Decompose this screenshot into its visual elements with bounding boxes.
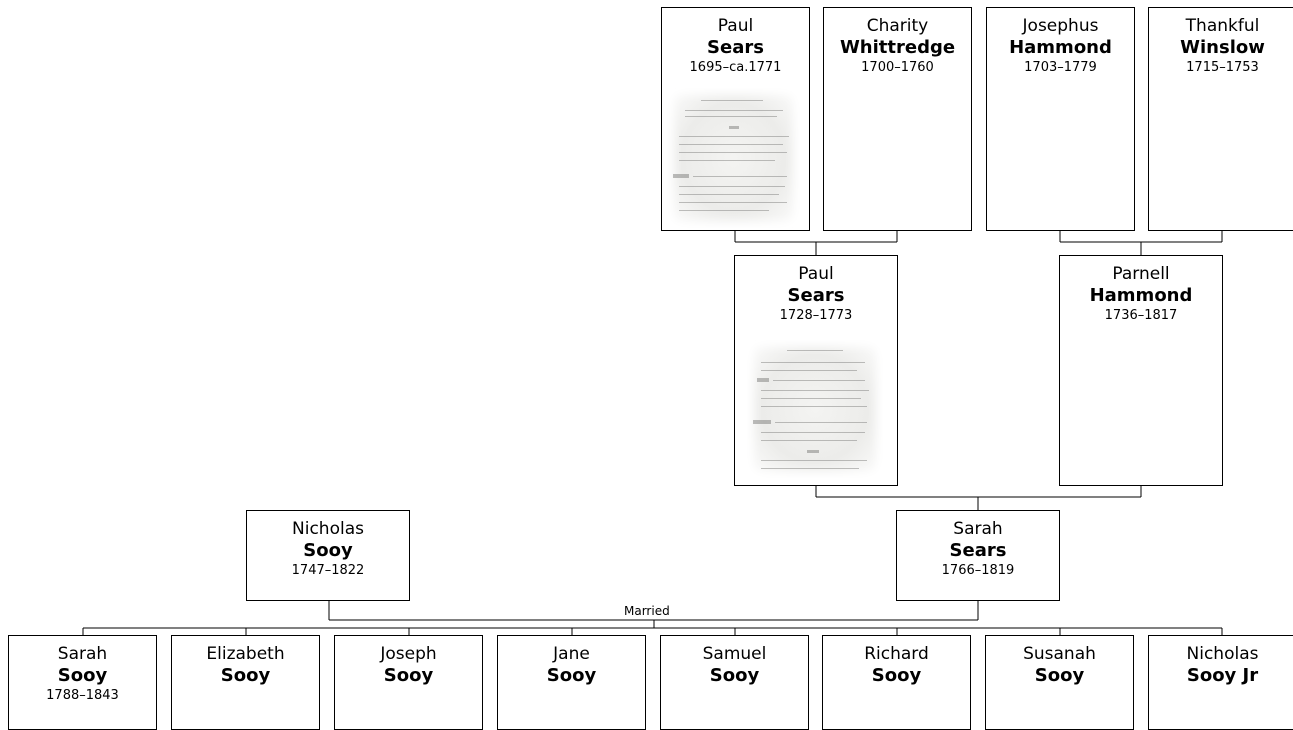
given-name: Elizabeth [206,644,285,664]
life-dates: 1736–1817 [1104,308,1178,323]
life-dates: 1788–1843 [46,688,119,703]
person-card-jane-sooy[interactable]: Jane Sooy [497,635,646,730]
given-name: Parnell [1112,264,1170,284]
person-card-josephus-hammond[interactable]: Josephus Hammond 1703–1779 [986,7,1135,231]
person-card-elizabeth-sooy[interactable]: Elizabeth Sooy [171,635,320,730]
document-thumbnail[interactable] [667,88,800,228]
person-card-richard-sooy[interactable]: Richard Sooy [822,635,971,730]
person-card-susanah-sooy[interactable]: Susanah Sooy [985,635,1134,730]
surname: Sooy [303,540,353,561]
surname: Sooy [709,665,760,686]
surname: Sooy [220,665,271,686]
life-dates: 1766–1819 [941,563,1015,578]
life-dates: 1703–1779 [1024,60,1097,75]
surname: Sears [707,37,764,58]
given-name: Jane [553,644,590,664]
person-card-samuel-sooy[interactable]: Samuel Sooy [660,635,809,730]
given-name: Josephus [1022,16,1099,36]
given-name: Sarah [953,519,1003,539]
surname: Sooy Jr [1186,665,1259,686]
given-name: Thankful [1185,16,1260,36]
given-name: Samuel [702,644,767,664]
given-name: Richard [864,644,929,664]
married-label: Married [623,604,671,618]
surname: Winslow [1180,37,1265,58]
surname: Sooy [57,665,108,686]
life-dates: 1728–1773 [779,308,853,323]
person-card-paul-sears-1728[interactable]: Paul Sears 1728–1773 [734,255,898,486]
given-name: Susanah [1023,644,1096,664]
given-name: Joseph [380,644,437,664]
surname: Sooy [871,665,922,686]
surname: Hammond [1089,285,1193,306]
surname: Sears [949,540,1007,561]
surname: Sears [787,285,845,306]
document-thumbnail[interactable] [747,340,883,478]
person-card-paul-sears-1695[interactable]: Paul Sears 1695–ca.1771 [661,7,810,231]
person-card-charity-whittredge[interactable]: Charity Whittredge 1700–1760 [823,7,972,231]
surname: Sooy [383,665,434,686]
given-name: Sarah [57,644,108,664]
person-card-parnell-hammond[interactable]: Parnell Hammond 1736–1817 [1059,255,1223,486]
person-card-thankful-winslow[interactable]: Thankful Winslow 1715–1753 [1148,7,1293,231]
surname: Sooy [546,665,597,686]
given-name: Paul [798,264,834,284]
surname: Hammond [1009,37,1112,58]
given-name: Nicholas [292,519,364,539]
life-dates: 1747–1822 [291,563,365,578]
life-dates: 1715–1753 [1186,60,1259,75]
person-card-nicholas-sooy-jr[interactable]: Nicholas Sooy Jr [1148,635,1293,730]
person-card-sarah-sooy[interactable]: Sarah Sooy 1788–1843 [8,635,157,730]
person-card-joseph-sooy[interactable]: Joseph Sooy [334,635,483,730]
person-card-sarah-sears[interactable]: Sarah Sears 1766–1819 [896,510,1060,601]
life-dates: 1700–1760 [861,60,934,75]
given-name: Charity [866,16,929,36]
surname: Sooy [1034,665,1085,686]
life-dates: 1695–ca.1771 [689,60,782,75]
given-name: Nicholas [1186,644,1259,664]
given-name: Paul [717,16,754,36]
person-card-nicholas-sooy[interactable]: Nicholas Sooy 1747–1822 [246,510,410,601]
surname: Whittredge [839,37,956,58]
